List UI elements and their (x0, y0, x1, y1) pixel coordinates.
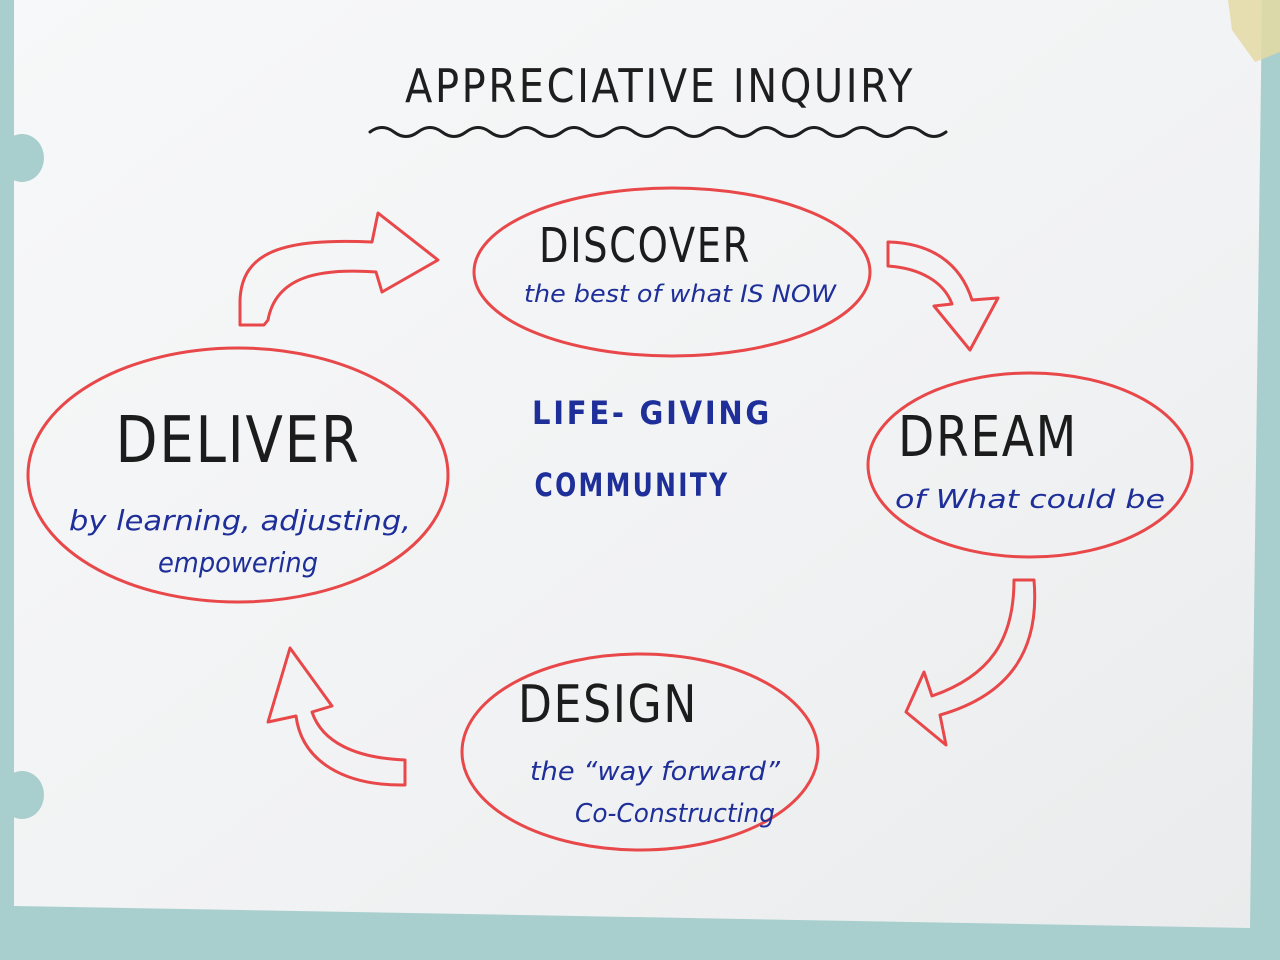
dream-title: DREAM (898, 405, 1078, 470)
page-title: APPRECIATIVE INQUIRY (405, 59, 915, 113)
stage-deliver: DELIVER by learning, adjusting, empoweri… (26, 346, 450, 604)
stage-design: DESIGN the “way forward” Co-Constructing (460, 652, 820, 852)
discover-title: DISCOVER (539, 218, 751, 274)
deliver-description-line1: by learning, adjusting, (69, 504, 411, 537)
dream-bubble (866, 371, 1194, 559)
discover-description: the best of what IS NOW (524, 280, 837, 308)
deliver-bubble (26, 346, 450, 604)
deliver-description-line2: empowering (158, 546, 318, 579)
center-label: LIFE- GIVING COMMUNITY (532, 394, 772, 504)
curved-arrow-down-left-icon (904, 578, 1037, 747)
curved-arrow-down-icon (886, 240, 1000, 352)
stage-discover: DISCOVER the best of what IS NOW (472, 186, 872, 358)
dream-description: of What could be (895, 485, 1165, 515)
discover-bubble (472, 186, 872, 358)
center-label-line1: LIFE- GIVING (532, 394, 772, 432)
masking-tape (1228, 0, 1280, 62)
center-label-line2: COMMUNITY (535, 466, 730, 504)
punch-hole-top (0, 134, 44, 182)
punch-hole-bottom (0, 771, 44, 819)
design-description-line1: the “way forward” (530, 757, 781, 787)
curved-arrow-up-icon (266, 646, 407, 787)
curved-arrow-right-icon (238, 211, 440, 327)
deliver-title: DELIVER (116, 404, 361, 478)
design-description-line2: Co-Constructing (575, 799, 775, 829)
title-wavy-underline (368, 126, 948, 138)
design-bubble (460, 652, 820, 852)
design-title: DESIGN (518, 675, 698, 735)
stage-dream: DREAM of What could be (866, 371, 1194, 559)
